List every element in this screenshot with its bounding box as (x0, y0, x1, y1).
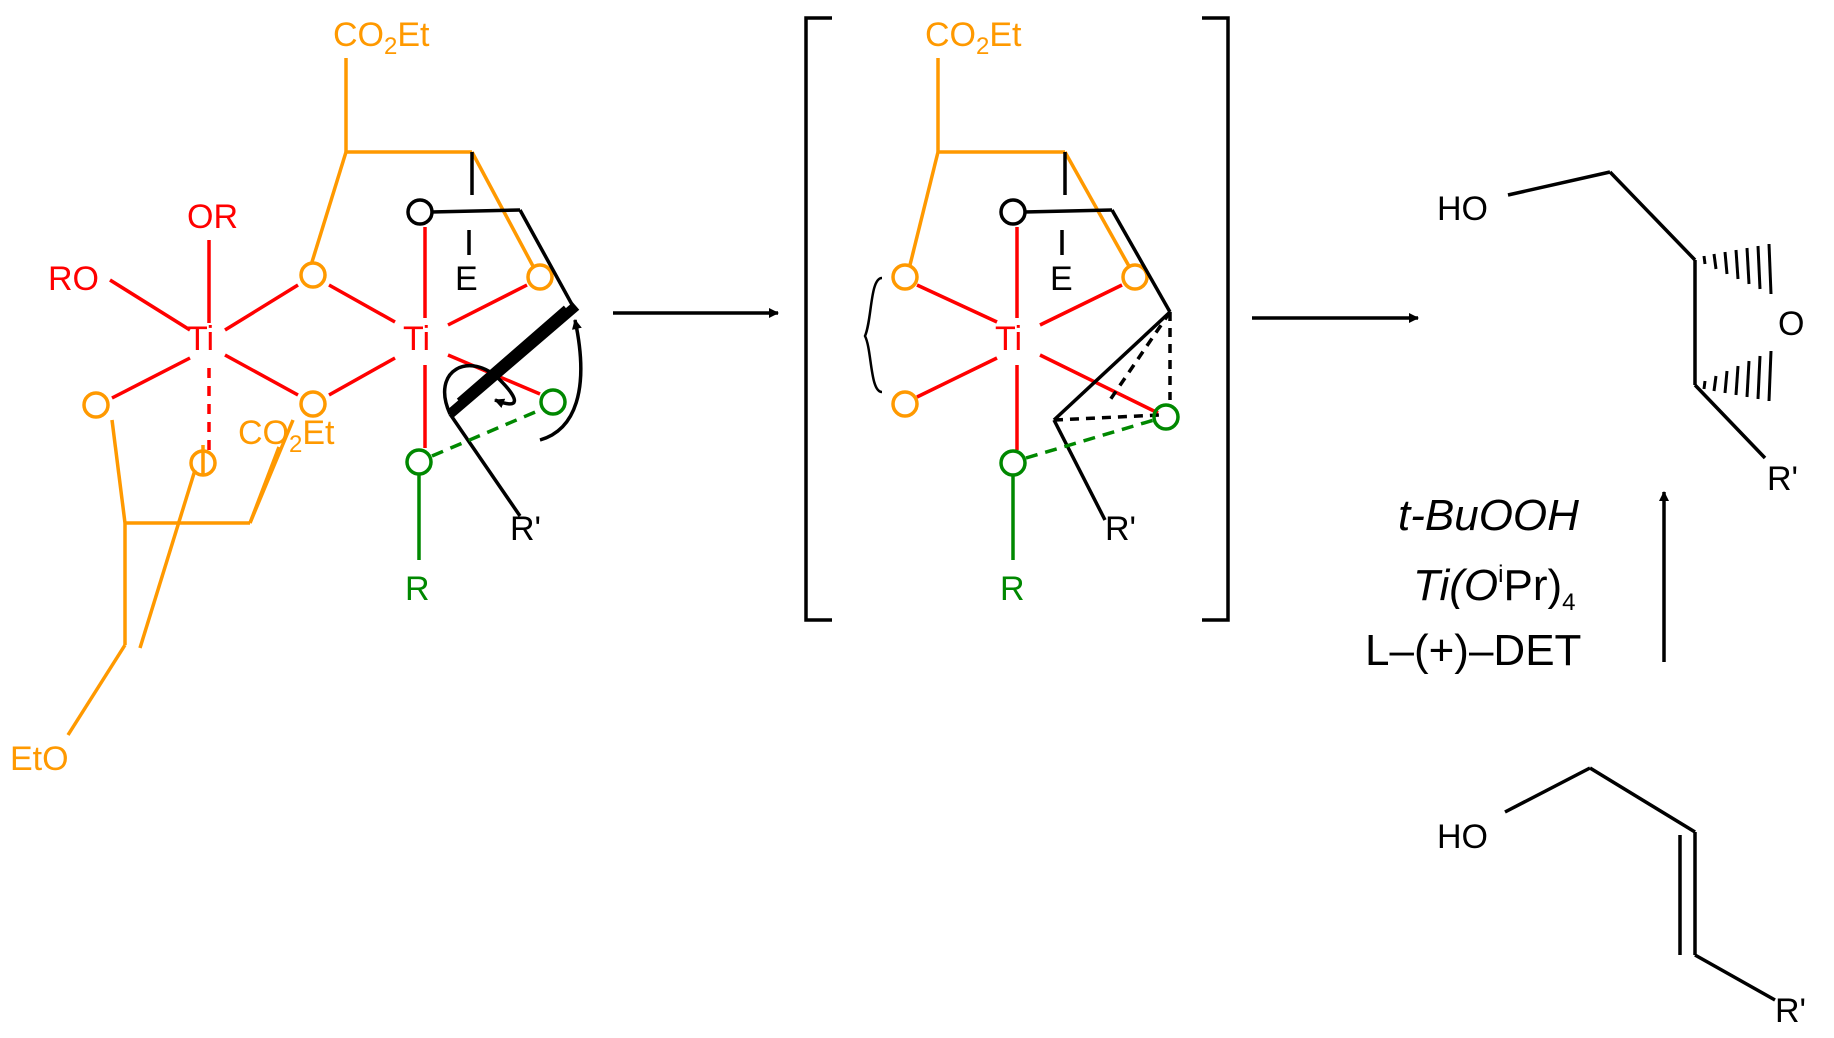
ts-ti-label: Ti (995, 320, 1022, 358)
peroxide-bonds (405, 388, 567, 560)
ester-top-label: CO2Et (333, 16, 430, 60)
peroxide-r-label: R (405, 570, 430, 608)
tartrate-bonds (66, 58, 536, 736)
titanium-tartrate-complex (66, 58, 583, 736)
e-label: E (455, 260, 478, 298)
ts-substrate-bonds (999, 152, 1172, 521)
product-labels: HO O R' (1437, 190, 1804, 498)
ts-e-label: E (1050, 260, 1073, 298)
ester-mid-label: CO2Et (238, 414, 335, 458)
or-ligand-label: OR (187, 198, 238, 236)
epoxy-alcohol-product (1507, 170, 1773, 460)
ts-peroxide-r-label: R (1000, 570, 1025, 608)
ts-brackets (804, 16, 1230, 622)
condition-det: L–(+)–DET (1365, 626, 1581, 675)
epoxide-hashed-wedges (1702, 243, 1773, 402)
product-ho-label: HO (1437, 190, 1488, 228)
condition-tbuooh: t-BuOOH (1398, 491, 1579, 540)
substrate-labels: HO R' (1437, 818, 1806, 1030)
condition-ti-oipr4: Ti(OiPr)4 (1413, 561, 1576, 616)
ts-substituent-label: R' (1105, 510, 1136, 548)
electron-push-arrows (442, 319, 583, 442)
allylic-substrate-bonds (406, 152, 580, 517)
ts-labels: Ti CO2Et E R R' (925, 16, 1136, 608)
product-substituent-label: R' (1767, 460, 1798, 498)
eto-label: EtO (10, 740, 69, 778)
transition-state (804, 16, 1230, 622)
product-epoxide-o-label: O (1778, 305, 1804, 343)
allylic-alcohol-substrate (1504, 766, 1776, 1002)
reaction-conditions: t-BuOOH Ti(OiPr)4 L–(+)–DET (1365, 491, 1581, 675)
ti-left-label: Ti (187, 320, 214, 358)
substituent-label: R' (510, 510, 541, 548)
ts-ester-label: CO2Et (925, 16, 1022, 60)
substrate-ho-label: HO (1437, 818, 1488, 856)
ti-right-label: Ti (403, 320, 430, 358)
ts-tartrate-bonds (891, 58, 1149, 418)
substrate-substituent-label: R' (1775, 992, 1806, 1030)
tartrate-oxygens (82, 261, 554, 477)
ts-ti-bonds (916, 227, 1159, 450)
ts-peroxide-bonds (999, 403, 1180, 560)
ro-ligand-label: RO (48, 260, 99, 298)
complex-labels: Ti Ti OR RO CO2Et CO2Et EtO E R R' (10, 16, 541, 778)
